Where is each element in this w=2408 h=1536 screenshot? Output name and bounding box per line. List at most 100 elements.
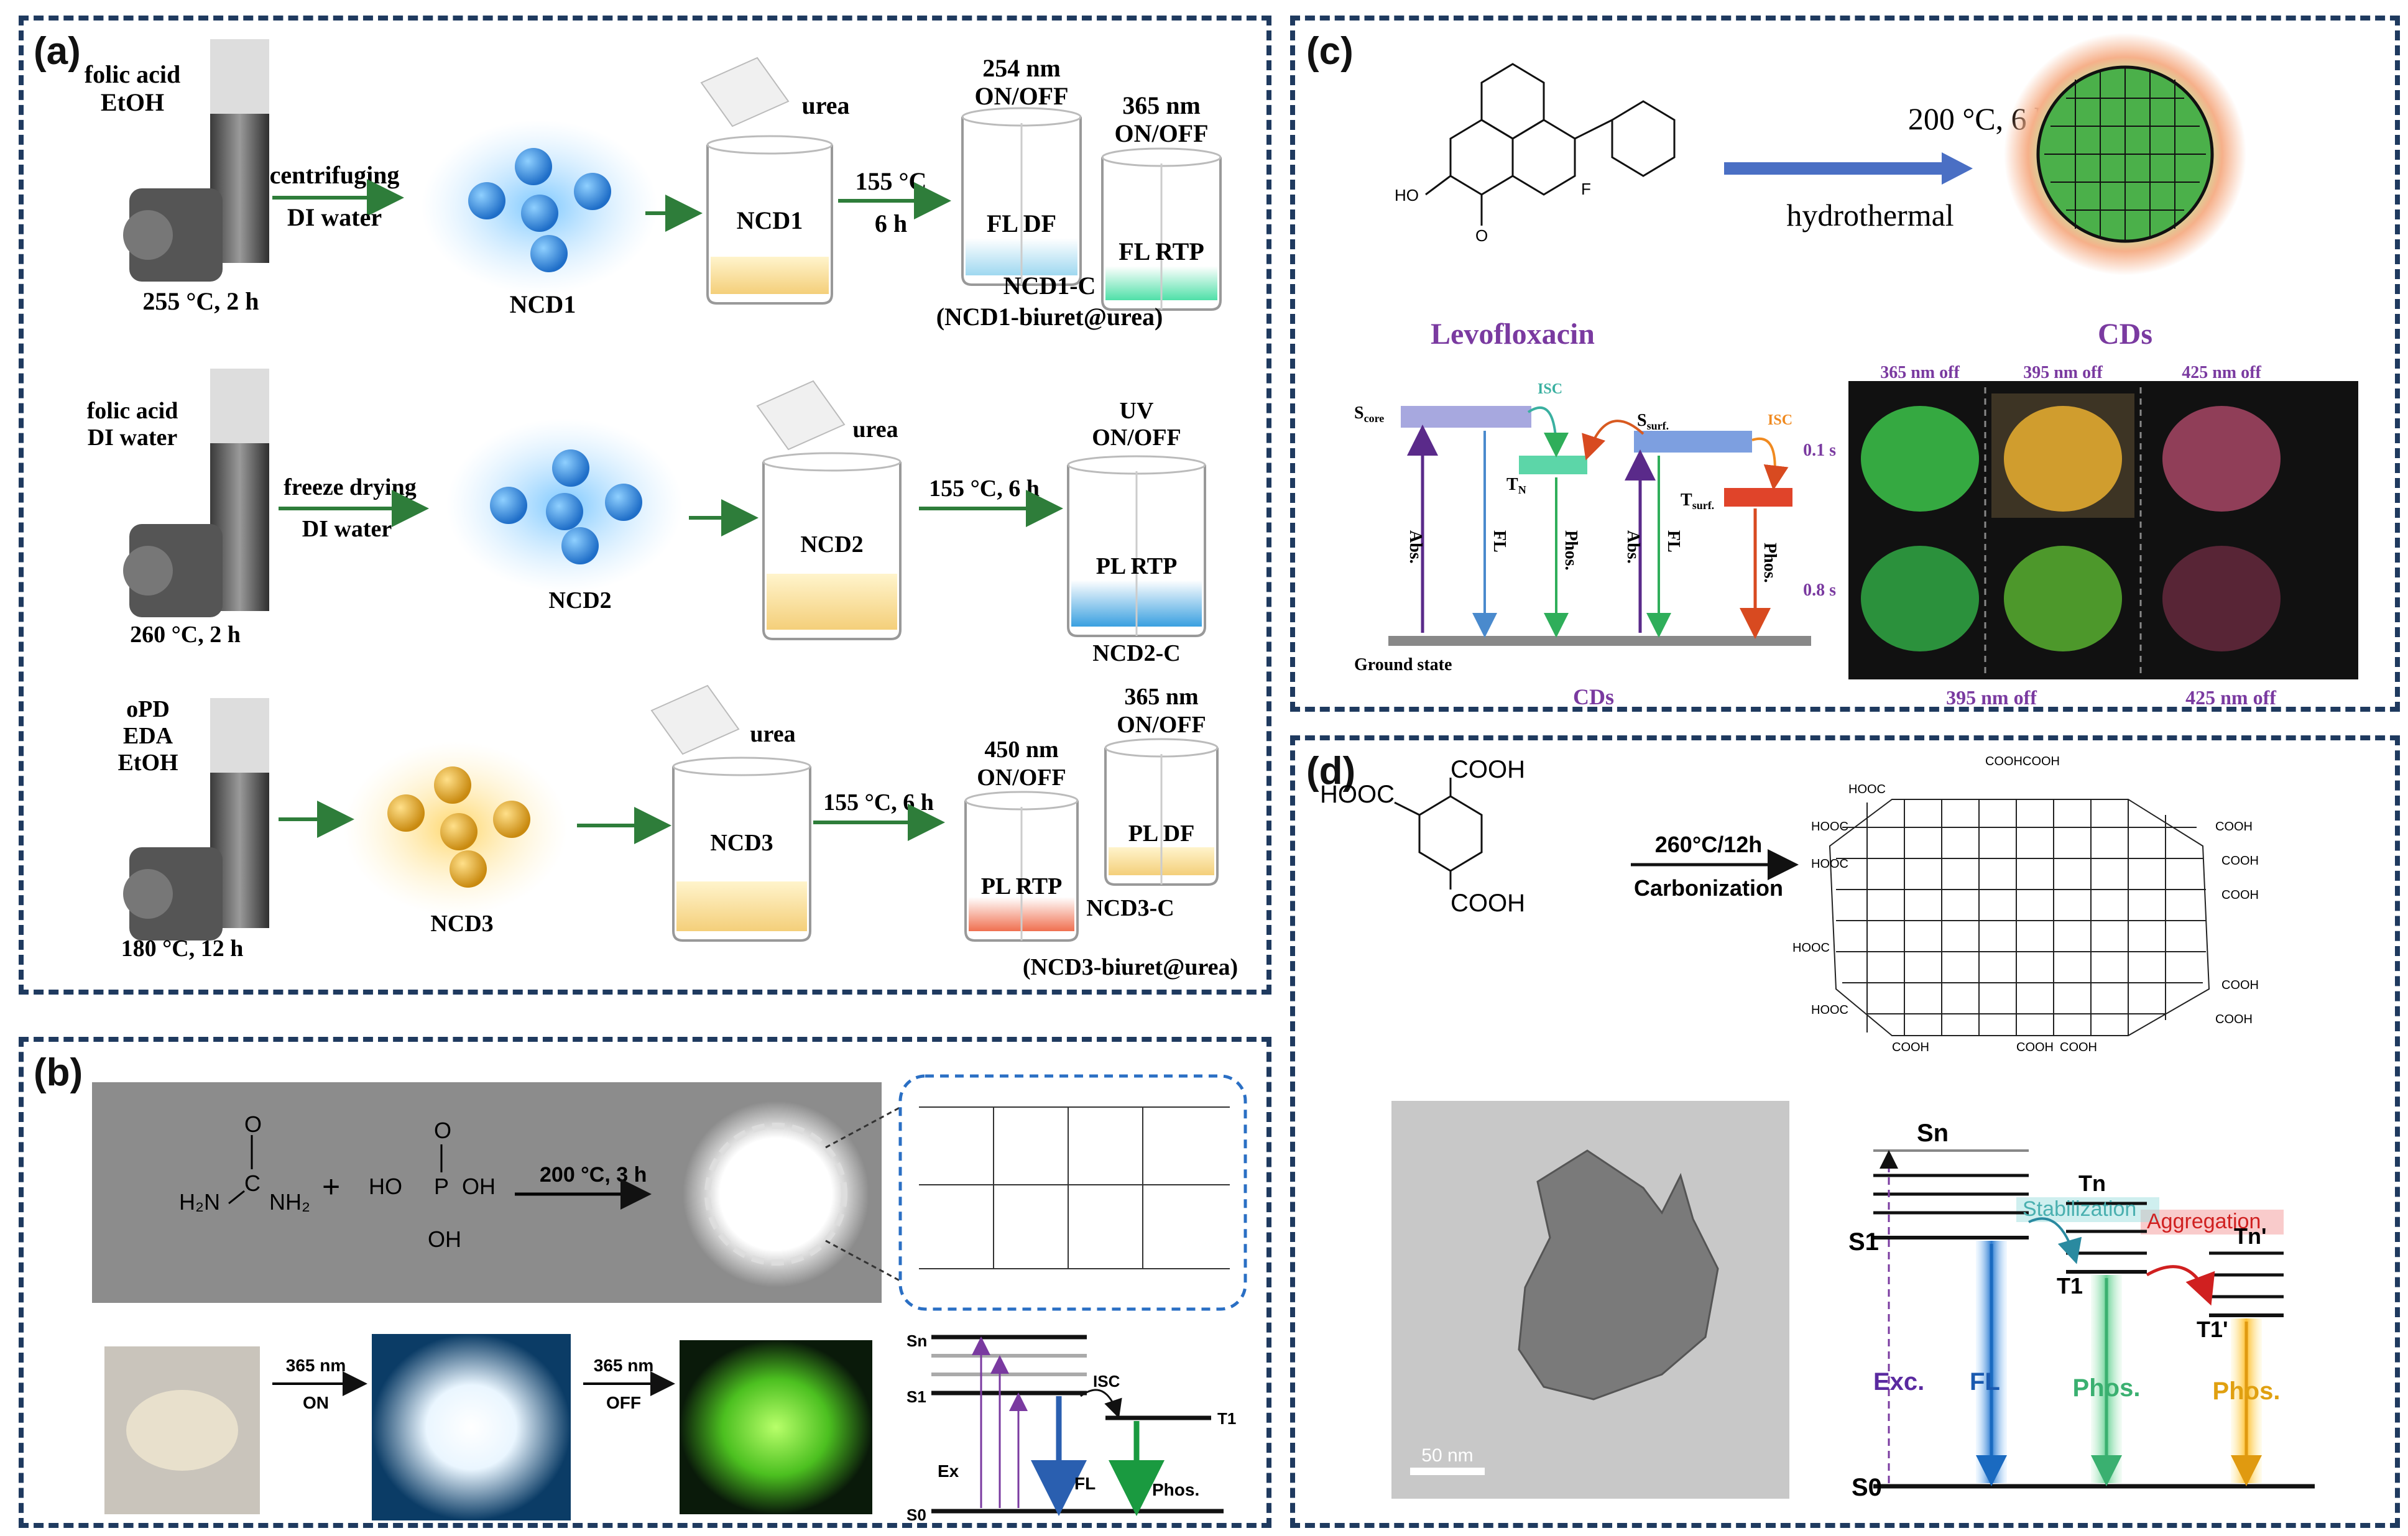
- panel-b-diagram: H₂N C O NH₂ + HO P O OH OH 200 °C, 3 h 3…: [92, 1074, 1247, 1524]
- c-row-2: 0.8 s: [1803, 581, 1836, 600]
- row2-cup-top-2: ON/OFF: [1092, 425, 1181, 451]
- row1-heat-bottom: 6 h: [875, 209, 907, 237]
- row2-process-top: freeze drying: [284, 474, 417, 500]
- row1-product-2: (NCD1-biuret@urea): [936, 303, 1163, 331]
- c-abs-1: Abs.: [1406, 530, 1425, 564]
- row3-product-2: (NCD3-biuret@urea): [1023, 954, 1238, 980]
- row2-process-bottom: DI water: [302, 516, 392, 542]
- row1-cup2-text: FL RTP: [1119, 237, 1204, 265]
- row2-cup: [1067, 455, 1206, 637]
- d-stabilization: Stabilization: [2023, 1197, 2136, 1221]
- row2-heat: 155 °C, 6 h: [929, 476, 1040, 502]
- row2-cup-top-1: UV: [1120, 398, 1154, 424]
- b-s1: S1: [906, 1387, 926, 1406]
- o-label: O: [1475, 226, 1488, 245]
- row3-cup1-top-2: ON/OFF: [977, 765, 1066, 791]
- panel-d: (d) COOH HOOC COOH 260°C/12h Carbonizati…: [1290, 735, 2400, 1528]
- d-graphene-sheet: [1829, 799, 2210, 1036]
- row1-beaker-label: NCD1: [737, 206, 803, 234]
- d-aggregation: Aggregation: [2147, 1210, 2261, 1233]
- panel-a-label: (a): [34, 30, 81, 73]
- b-arrow1-top: 365 nm: [286, 1356, 346, 1375]
- panel-a-diagram: folic acid EtOH 255 °C, 2 h centrifuging…: [85, 39, 1238, 980]
- phosphoric-oh2: OH: [428, 1226, 461, 1252]
- row2-cup-text: PL RTP: [1096, 553, 1178, 579]
- d-cooh: COOH: [2221, 978, 2259, 992]
- c-fl-2: FL: [1664, 530, 1683, 553]
- c-bottom-1: 395 nm off: [1946, 686, 2037, 707]
- c-isc-1: ISC: [1538, 381, 1562, 397]
- d-tn: Tn: [2078, 1170, 2106, 1196]
- c-col-3: 425 nm off: [2182, 363, 2261, 382]
- d-cooh: COOH: [2060, 1041, 2097, 1054]
- phosphoric-oh: OH: [462, 1174, 496, 1199]
- row3-urea-sachet: [650, 684, 740, 755]
- c-ground-state: Ground state: [1354, 655, 1452, 674]
- row1-dot: [574, 173, 611, 210]
- b-photo-off: [680, 1340, 872, 1514]
- c-bottom-2: 425 nm off: [2185, 686, 2276, 707]
- b-powder: [126, 1390, 238, 1471]
- urea-o: O: [244, 1111, 262, 1137]
- d-agg-arrow: [2146, 1265, 2215, 1306]
- row1-dot: [530, 235, 568, 272]
- row1-dot: [515, 148, 552, 185]
- row2-dot: [605, 484, 642, 521]
- c-tn: TN: [1506, 475, 1526, 496]
- b-ex: Ex: [938, 1461, 959, 1481]
- b-zoom-line: [825, 1239, 907, 1285]
- c-level-tsurf: [1724, 488, 1792, 507]
- d-hooc: HOOC: [1811, 820, 1848, 834]
- plus: +: [322, 1169, 340, 1204]
- urea-nh2: NH₂: [269, 1189, 310, 1215]
- c-diagram-caption: CDs: [1573, 684, 1614, 707]
- row2-beaker-label: NCD2: [800, 531, 863, 558]
- c-phos-2: Phos.: [1760, 543, 1779, 583]
- d-t1: T1: [2057, 1273, 2083, 1299]
- c-col-1: 365 nm off: [1880, 363, 1960, 382]
- d-cooh: COOH: [2221, 888, 2259, 902]
- c-abs-2: Abs.: [1623, 530, 1643, 564]
- panel-c-label: (c): [1306, 30, 1354, 73]
- d-cooh: COOH: [2221, 854, 2259, 868]
- d-cooh: COOH: [2215, 1013, 2253, 1026]
- row2-product: NCD2-C: [1092, 640, 1180, 666]
- row3-dot: [440, 813, 477, 850]
- d-t12: T1': [2197, 1317, 2228, 1342]
- d-hooc: HOOC: [1811, 857, 1848, 871]
- c-photos: [1861, 406, 2281, 651]
- d-aggregation-band: [2141, 1210, 2284, 1235]
- d-cooh: COOH: [2215, 820, 2253, 834]
- row2-dot: [490, 487, 527, 524]
- row2-dots-label: NCD2: [548, 587, 611, 614]
- b-s0: S0: [906, 1506, 926, 1524]
- c-reactant: Levofloxacin: [1431, 318, 1595, 351]
- row2-precursor-2: DI water: [88, 425, 178, 451]
- row3-cup2-text: PL DF: [1128, 821, 1195, 847]
- row3-beaker-label: NCD3: [710, 830, 773, 856]
- d-method: Carbonization: [1634, 875, 1783, 901]
- row3-dot: [450, 850, 487, 888]
- c-product: CDs: [2098, 318, 2152, 351]
- d-isc-arrow: [2028, 1217, 2082, 1264]
- row3-product-1: NCD3-C: [1086, 895, 1174, 921]
- panel-d-diagram: COOH HOOC COOH 260°C/12h Carbonization C…: [1320, 755, 2315, 1501]
- b-sn: Sn: [906, 1331, 927, 1350]
- panel-d-label: (d): [1306, 750, 1356, 793]
- d-scale-label: 50 nm: [1421, 1445, 1473, 1466]
- row1-precursor-2: EtOH: [101, 88, 164, 116]
- d-cooh: COOH: [1985, 755, 2023, 768]
- row2-dot: [552, 449, 589, 487]
- b-photo-on: [372, 1334, 571, 1520]
- panel-b-label: (b): [34, 1051, 83, 1094]
- b-phos: Phos.: [1152, 1480, 1199, 1499]
- bond: [228, 1190, 245, 1205]
- row3-heat: 155 °C, 6 h: [823, 789, 934, 816]
- c-reaction-arrow: [1724, 162, 1942, 175]
- d-hooc: HOOC: [1811, 1003, 1848, 1017]
- row3-dot: [493, 801, 530, 838]
- row2-precursor-1: folic acid: [87, 398, 178, 424]
- row3-cup2-top-2: ON/OFF: [1117, 712, 1206, 738]
- d-condition: 260°C/12h: [1655, 832, 1763, 857]
- d-phos-2: Phos.: [2213, 1377, 2281, 1405]
